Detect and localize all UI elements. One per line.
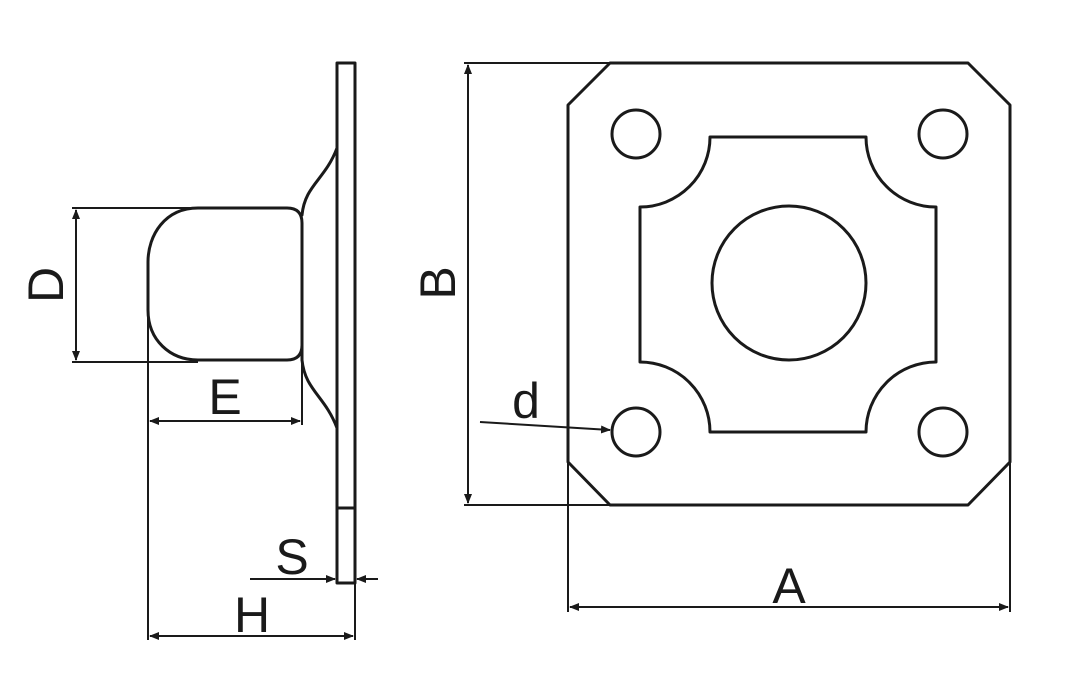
neck-fillet-bottom [300,358,339,430]
plate-outline-chamfered [566,61,1012,507]
label-D: D [18,267,74,303]
side-view [146,61,357,585]
dimension-E [147,310,303,640]
label-A: A [772,558,806,614]
label-B: B [410,266,466,299]
mount-hole-top-right [917,108,969,160]
mount-hole-bottom-right [917,406,969,458]
label-S: S [275,529,308,585]
dimension-D [72,207,198,363]
label-d: d [512,373,540,429]
mount-hole-bottom-left [610,406,662,458]
dimension-B [464,62,610,506]
inner-cross-profile [638,135,938,434]
front-view [566,61,1012,507]
dimension-A [567,462,1011,612]
mount-hole-top-left [610,108,662,160]
side-plate [335,61,357,585]
neck-fillet-top [300,146,339,217]
boss-body [146,206,304,362]
label-H: H [234,587,270,643]
dimension-H [149,583,356,640]
dimension-d-leader [479,421,611,434]
center-bore [710,204,868,362]
label-E: E [208,369,241,425]
